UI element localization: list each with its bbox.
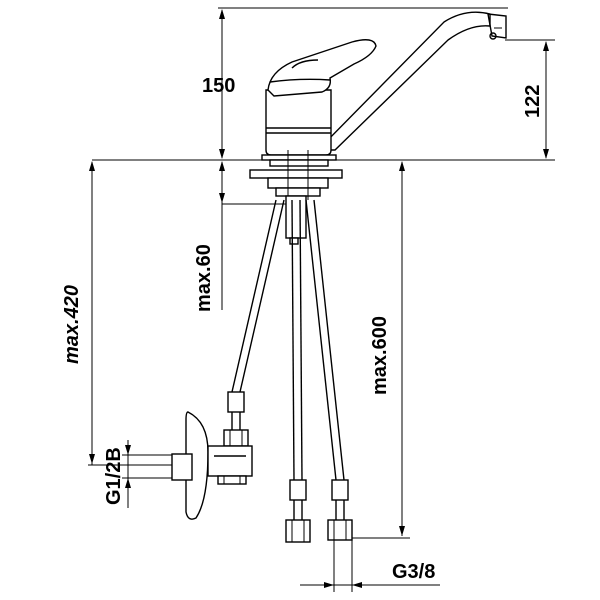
body	[265, 89, 332, 156]
dim-max600-arrow-top	[399, 161, 405, 171]
label-max600: max.600	[369, 316, 391, 395]
label-150: 150	[202, 75, 235, 97]
dim-122-arrow-bottom	[543, 149, 549, 159]
label-g38: G3/8	[392, 561, 435, 583]
gasket	[269, 159, 329, 167]
valve-body	[207, 445, 253, 477]
fixing-plate	[249, 169, 343, 179]
faucet	[171, 11, 507, 543]
dim-max420-arrow-top	[89, 161, 95, 171]
lever-handle	[267, 39, 377, 97]
base-ring	[261, 154, 337, 161]
dim-g12b-arrow-top	[125, 445, 131, 455]
dimension-labels: 150 122 max.60 max.420 max.600 G1/2B G3/…	[61, 75, 544, 583]
label-max420: max.420	[61, 285, 83, 364]
aerator	[489, 32, 497, 40]
hose-right-ferrule	[331, 479, 349, 501]
hose-left-ferrule	[227, 391, 245, 413]
wall-rosette	[185, 411, 209, 520]
label-g12b: G1/2B	[103, 447, 125, 505]
lever-detail	[291, 59, 319, 69]
label-max60: max.60	[193, 244, 215, 312]
dim-max600-arrow-bottom	[399, 526, 405, 536]
hose-right-inner	[313, 199, 345, 481]
threaded-stud	[285, 195, 307, 239]
hose-center-nut	[285, 519, 311, 543]
hose-right-nut	[327, 519, 353, 541]
dim-122-arrow-top	[543, 41, 549, 51]
spout-tip	[487, 13, 507, 39]
dim-g38-arrow-left	[324, 582, 334, 588]
stud-end	[289, 237, 299, 245]
valve-inlet	[171, 453, 193, 481]
hose-right-outer	[305, 199, 337, 481]
dimension-lines	[88, 7, 555, 592]
dim-g38-arrow-right	[352, 582, 362, 588]
dim-max60-arrow-top	[219, 161, 225, 171]
valve-knob	[217, 475, 247, 485]
hose-center-right	[299, 199, 303, 481]
hose-left-nut	[223, 429, 249, 447]
lever-joint	[269, 78, 331, 83]
spout	[316, 11, 491, 151]
dim-g12b-arrow-bottom	[125, 478, 131, 488]
hose-center-ferrule	[289, 479, 307, 501]
dim-150-arrow-top	[219, 9, 225, 19]
label-122: 122	[522, 85, 544, 118]
hose-center-left	[291, 199, 295, 481]
dim-max420-arrow-bottom	[89, 454, 95, 464]
dim-max60-arrow-bottom	[219, 193, 225, 203]
washer	[275, 187, 321, 197]
fixing-nut	[267, 177, 329, 189]
dim-150-arrow-bottom	[219, 149, 225, 159]
hose-left-inner	[239, 199, 285, 430]
